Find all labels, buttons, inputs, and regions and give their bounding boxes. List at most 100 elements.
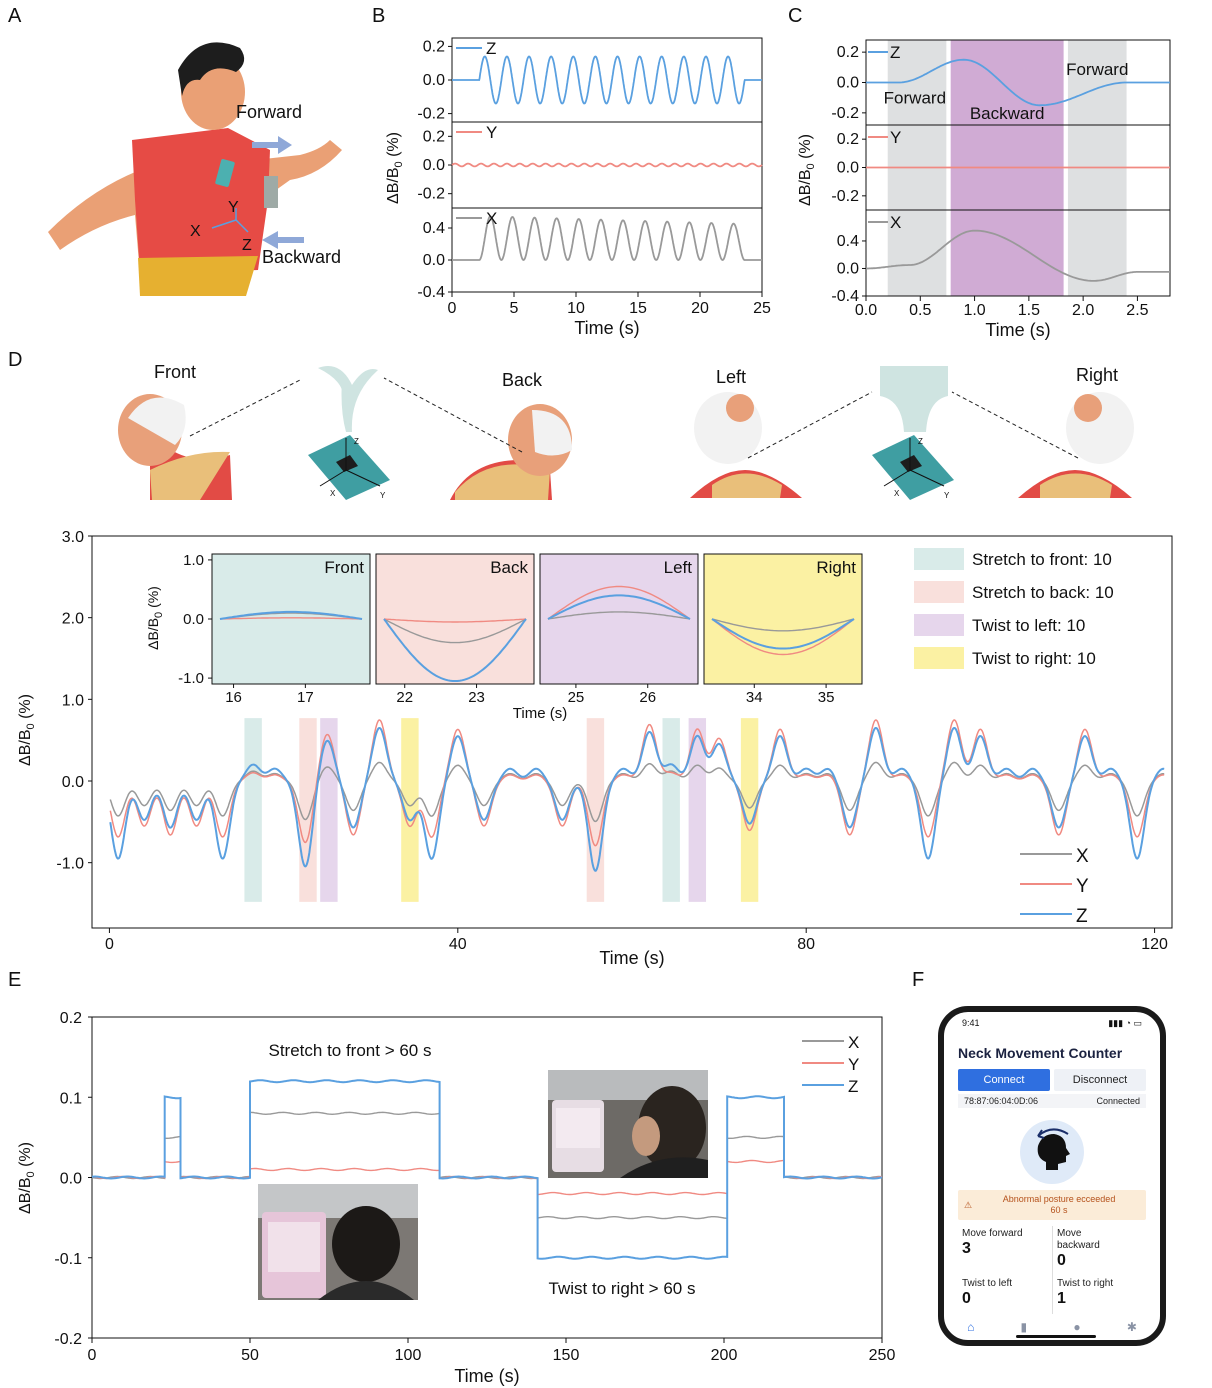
b-legend-Y: Y: [486, 123, 497, 142]
b-ytick-label-Y-2: -0.2: [417, 186, 445, 203]
d-band-1: [299, 718, 317, 902]
home-icon[interactable]: ⌂: [967, 1320, 975, 1334]
panel-letter-e: E: [8, 969, 21, 991]
d-band-legend-swatch-2: [914, 614, 964, 636]
e-xtick-label-2: 100: [395, 1347, 422, 1364]
runner-illustration: [48, 42, 342, 296]
front-illus-label: Front: [154, 362, 196, 382]
b-series-X: [452, 215, 762, 261]
phone-app: 9:41 ▮▮▮ ◔ ▭ Neck Movement Counter Conne…: [938, 1006, 1166, 1346]
e-ytick-label-0: 0.2: [60, 1010, 82, 1027]
b-ytick-label-Y-0: 0.2: [423, 128, 445, 145]
c-xtick-label-0: 0.0: [855, 302, 877, 319]
sensor-board-2: [872, 366, 954, 500]
c-legend-Y: Y: [890, 128, 901, 147]
c-ytick-label-Z-2: -0.2: [831, 105, 859, 122]
e-ytick-label-2: 0.0: [60, 1171, 82, 1188]
c-ylabel: ΔB/B0 (%): [797, 134, 817, 206]
d-ytick-label-3: 0.0: [62, 774, 84, 791]
sensor-board-1: [308, 366, 390, 500]
d-inset-0-series-Z: [219, 610, 363, 620]
e-xtick-label-1: 50: [241, 1347, 259, 1364]
e-annotation-1: Twist to right > 60 s: [549, 1279, 696, 1298]
photo-twist-right: [548, 1070, 708, 1178]
b-ytick-label-Y-1: 0.0: [423, 157, 445, 174]
b-xtick-label-4: 20: [691, 300, 709, 317]
front-figure: [118, 394, 232, 500]
d-inset-3-xtick-label-1: 35: [818, 689, 835, 706]
d-inset-ytick-label-1: 0.0: [183, 611, 204, 628]
connection-buttons: Connect Disconnect: [944, 1069, 1160, 1091]
panel-letter-a: A: [8, 5, 22, 27]
d-band-legend-swatch-3: [914, 647, 964, 669]
back-figure: [450, 404, 572, 500]
counter-grid: Move forward 3 Move backward 0 Twist to …: [958, 1226, 1146, 1314]
chart-icon[interactable]: ▮: [1020, 1320, 1028, 1334]
board1-x-label: X: [330, 489, 336, 498]
d-inset-1-xtick-label-1: 23: [468, 689, 485, 706]
move-forward-label: Move forward: [962, 1228, 1023, 1239]
b-legend-X: X: [486, 209, 497, 228]
twist-right-value: 1: [1057, 1290, 1066, 1307]
twist-right-label: Twist to right: [1057, 1278, 1114, 1289]
d-band-6: [688, 718, 707, 902]
d-inset-1-series-Z: [383, 618, 527, 682]
b-xtick-label-3: 15: [629, 300, 647, 317]
twist-left-label: Twist to left: [962, 1278, 1013, 1289]
d-inset-ytick-label-2: -1.0: [178, 670, 204, 687]
d-ytick-label-4: -1.0: [56, 856, 84, 873]
d-band-legend-swatch-0: [914, 548, 964, 570]
connection-status: Connected: [1096, 1096, 1140, 1106]
d-inset-0-series-Y: [219, 617, 363, 620]
d-xlabel: Time (s): [599, 948, 664, 968]
c-box-X: [865, 209, 1171, 297]
right-figure: [1018, 392, 1134, 498]
tab-bar: ⌂ ▮ ● ✱: [944, 1320, 1160, 1334]
e-xtick-label-3: 150: [553, 1347, 580, 1364]
d-band-legend-swatch-1: [914, 581, 964, 603]
move-backward-label2: backward: [1057, 1240, 1100, 1251]
move-backward-value: 0: [1057, 1252, 1066, 1269]
d-ytick-label-1: 2.0: [62, 611, 84, 628]
d-inset-3-series-Z: [711, 618, 855, 650]
d-ytick-label-0: 3.0: [62, 529, 84, 546]
e-xtick-label-5: 250: [869, 1347, 896, 1364]
c-ytick-label-Z-1: 0.0: [837, 75, 859, 92]
c-ytick-label-Y-0: 0.2: [837, 131, 859, 148]
panel-letter-b: B: [372, 5, 385, 27]
device-row: 78:87:06:04:0D:06 Connected: [958, 1094, 1146, 1108]
twist-left-value: 0: [962, 1290, 971, 1307]
head-rotation-icon: [1020, 1120, 1084, 1184]
c-ytick-label-X-1: 0.0: [837, 260, 859, 277]
board2-z-label: Z: [918, 437, 923, 446]
b-ytick-label-Z-2: -0.2: [417, 106, 445, 123]
board2-y-label: Y: [944, 491, 950, 500]
c-series-Z: [866, 58, 1170, 107]
e-series-Z: [92, 1079, 883, 1260]
d-inset-ylabel: ΔB/B0 (%): [145, 586, 165, 650]
connect-button[interactable]: Connect: [958, 1069, 1050, 1091]
d-inset-2-xtick-label-0: 25: [568, 689, 585, 706]
d-inset-2-series-X: [547, 611, 691, 620]
d-band-legend-2: Twist to left: 10: [972, 616, 1085, 635]
left-figure: [690, 392, 802, 498]
backward-label: Backward: [262, 247, 341, 267]
user-icon[interactable]: ●: [1073, 1320, 1081, 1334]
d-series-Z: [109, 726, 1165, 872]
d-xtick-label-2: 80: [797, 936, 815, 953]
b-ylabel: ΔB/B0 (%): [385, 132, 405, 204]
e-ytick-label-1: 0.1: [60, 1090, 82, 1107]
c-ytick-label-X-2: -0.4: [831, 288, 859, 305]
gear-icon[interactable]: ✱: [1126, 1320, 1137, 1334]
d-band-7: [740, 718, 759, 902]
d-inset-title-0: Front: [324, 558, 364, 577]
b-xtick-label-0: 0: [448, 300, 457, 317]
d-inset-2-series-Y: [547, 585, 691, 620]
disconnect-button[interactable]: Disconnect: [1054, 1069, 1146, 1091]
d-inset-ytick-label-0: 1.0: [183, 552, 204, 569]
d-band-legend-3: Twist to right: 10: [972, 649, 1096, 668]
d-band-legend-0: Stretch to front: 10: [972, 550, 1112, 569]
b-box-Z: [451, 37, 763, 123]
